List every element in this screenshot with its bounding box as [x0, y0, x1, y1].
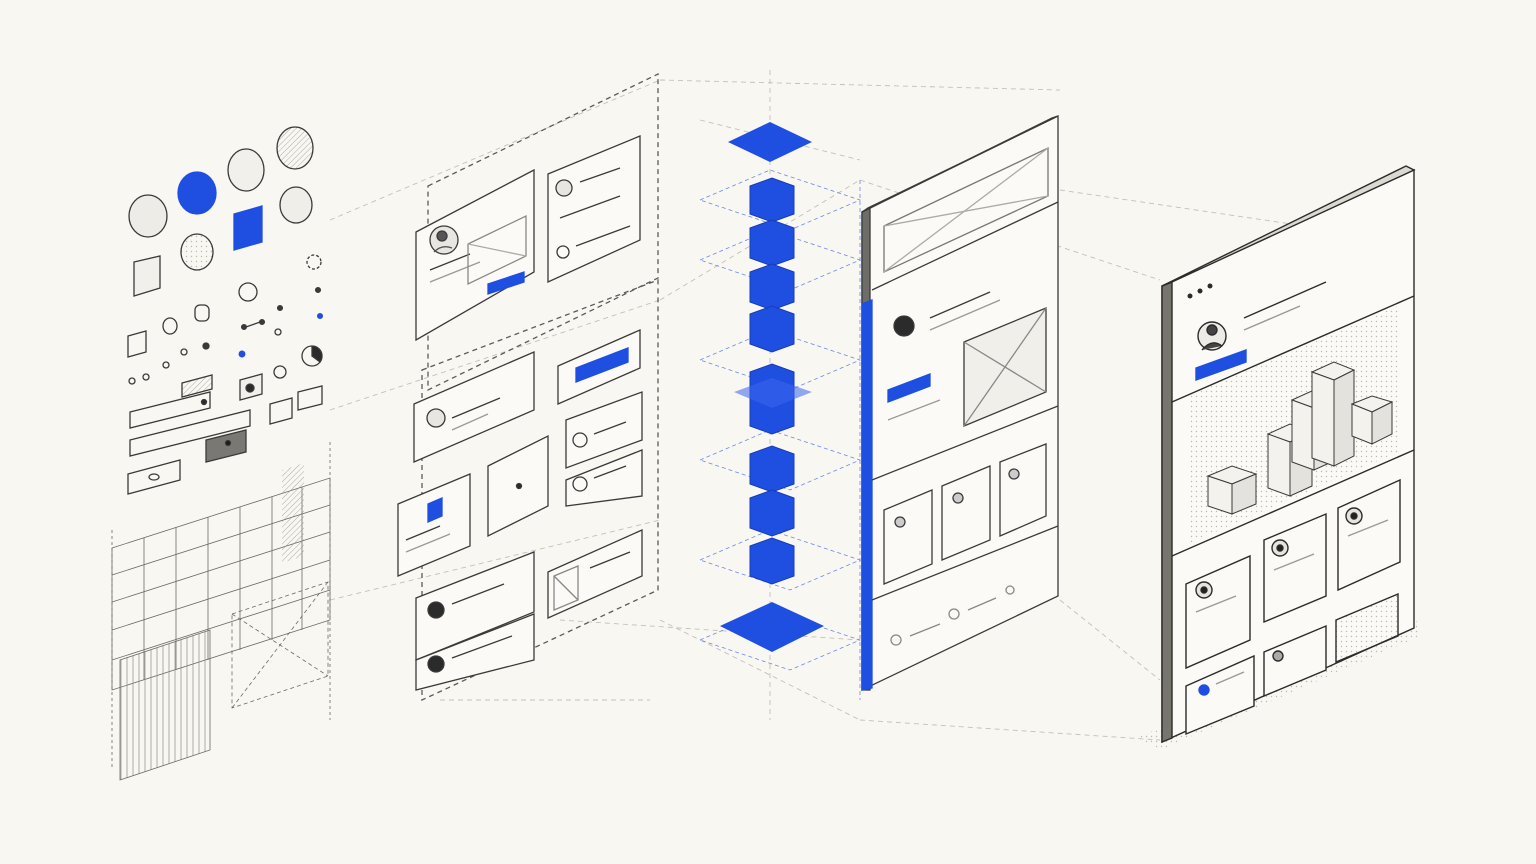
molecules-sheet: [397, 72, 659, 702]
profile-card-molecule: [415, 168, 535, 342]
page-card-grid: [1185, 478, 1401, 670]
circle-swatch-grid: [227, 148, 265, 192]
media-card-molecule: [547, 528, 643, 620]
avatar-row-card: [413, 351, 535, 463]
user-list-card: [415, 551, 535, 691]
atoms-sheet: [127, 126, 324, 495]
top-cap-block: [728, 122, 812, 162]
layout-grid-swatch: [111, 442, 331, 781]
circle-swatch-blue: [177, 171, 217, 215]
template-footer-row: [890, 585, 1015, 646]
circle-swatch-hatched: [276, 126, 314, 170]
button-atom: [127, 459, 181, 495]
toggle-list-card: [565, 391, 643, 507]
page-hero-illustration: [1188, 306, 1398, 544]
base-platform-block: [720, 602, 824, 652]
template-wireframe-panel: [861, 114, 1059, 692]
final-page-mockup: [1136, 165, 1420, 750]
page-header-profile: [1195, 281, 1327, 381]
page-window-controls: [1187, 283, 1213, 299]
circle-swatch-light: [279, 186, 313, 224]
cta-button-molecule: [487, 271, 525, 295]
selected-item-card: [397, 473, 471, 577]
image-tile-card: [487, 434, 549, 538]
page-footer-row: [1185, 592, 1399, 736]
circle-swatch-dotted: [180, 233, 214, 271]
circle-swatch-grey: [128, 194, 168, 238]
template-card-row: [883, 443, 1047, 585]
dark-switch-atom: [205, 429, 247, 463]
template-hero-module: [887, 291, 1047, 427]
page-footer-dot-blue: [1198, 684, 1210, 696]
primary-button-molecule: [557, 329, 641, 405]
square-swatch-blue: [233, 205, 263, 251]
list-card-molecule: [547, 135, 641, 284]
blue-block-spine: [698, 122, 862, 700]
page-cta-button: [1195, 349, 1247, 381]
